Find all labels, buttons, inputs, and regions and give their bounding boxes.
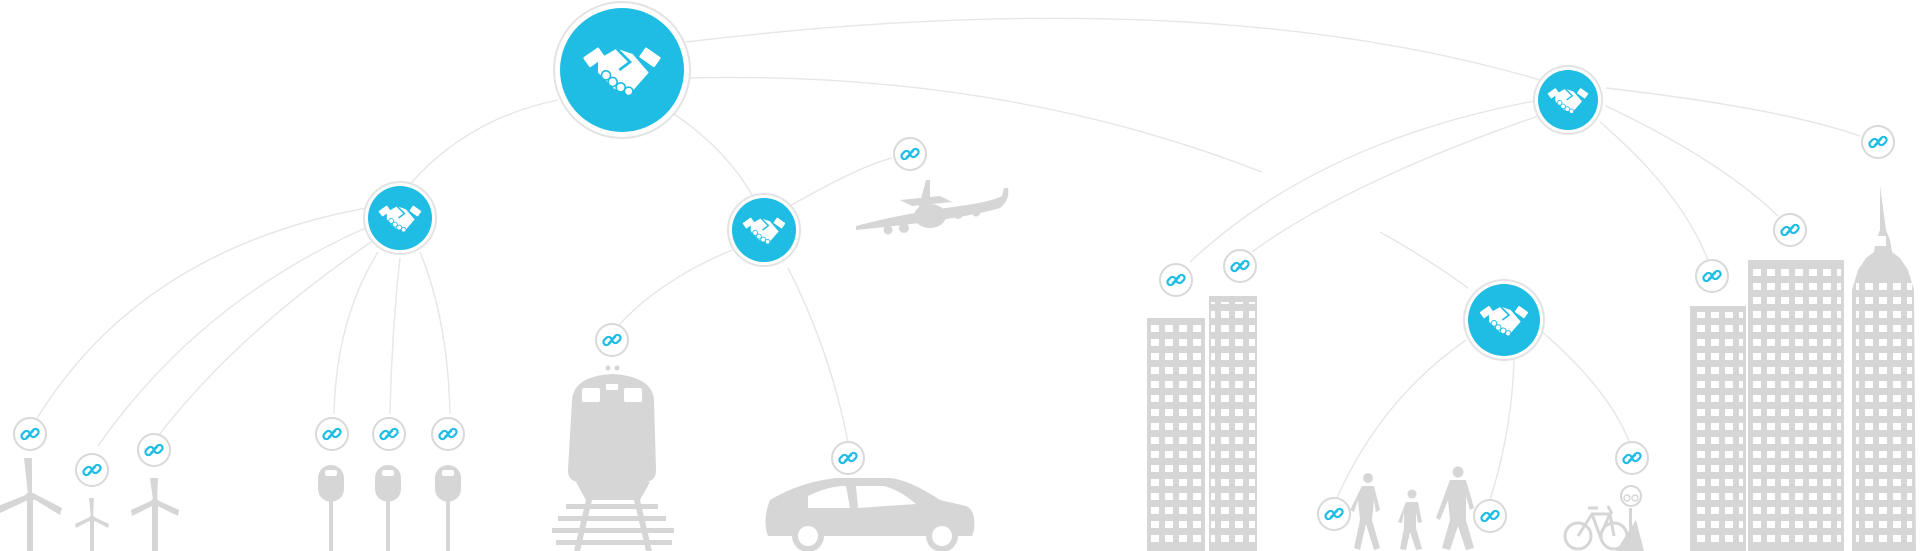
office-building [1690, 306, 1746, 551]
wind-turbine-link-3[interactable] [137, 433, 171, 467]
edge-energy-turbine-2 [97, 225, 371, 447]
office-building [1147, 318, 1205, 551]
edge-ped-hub-in [1379, 231, 1469, 289]
wind-turbine-large [0, 458, 62, 551]
train [552, 365, 674, 551]
wind-turbine-medium [131, 478, 179, 551]
edge-energy-turbine-3 [157, 235, 381, 437]
airplane [856, 180, 1009, 235]
edge-city-building-1 [1189, 99, 1541, 263]
tower-link-2[interactable] [1773, 213, 1807, 247]
edge-ped-link-1 [1335, 339, 1467, 501]
pedestrian-link-2[interactable] [1473, 499, 1507, 533]
edge-ped-link-2 [1489, 359, 1515, 501]
connectors [35, 17, 1861, 501]
edge-energy-meter-2 [389, 257, 401, 415]
building-link-1[interactable] [1159, 263, 1193, 297]
bicycle-link[interactable] [1615, 441, 1649, 475]
car [765, 478, 975, 551]
energy-hub[interactable] [363, 181, 437, 255]
edge-energy-meter-1 [333, 251, 379, 415]
parking-meter-link-1[interactable] [315, 417, 349, 451]
edge-root-energy [399, 99, 559, 197]
edge-transport-car [787, 267, 849, 443]
building-link-2[interactable] [1223, 249, 1257, 283]
parking-meter [435, 465, 461, 551]
parking-meter [375, 465, 401, 551]
pedestrian [1350, 473, 1380, 550]
silhouettes [0, 180, 1916, 551]
edge-energy-turbine-1 [35, 207, 367, 421]
wind-turbine-small [75, 498, 109, 551]
tower-link-1[interactable] [1695, 259, 1729, 293]
edge-transport-train [617, 249, 733, 327]
pedestrian-hub[interactable] [1463, 279, 1545, 361]
edge-ped-bicycle [1539, 329, 1631, 445]
pedestrian-link-1[interactable] [1317, 497, 1351, 531]
pedestrian [1398, 489, 1422, 550]
tower-link-3[interactable] [1861, 125, 1895, 159]
wind-turbine-link-2[interactable] [75, 453, 109, 487]
parking-meter [318, 465, 344, 551]
parking-meter-link-2[interactable] [372, 417, 406, 451]
car-link[interactable] [831, 441, 865, 475]
edge-transport-airplane [789, 157, 893, 207]
edge-city-tower-1 [1599, 121, 1709, 261]
hub-nodes [363, 1, 1603, 361]
train-link[interactable] [595, 323, 629, 357]
skyscraper [1852, 186, 1916, 551]
edge-city-tower-2 [1605, 105, 1779, 217]
pedestrian [1436, 466, 1474, 550]
edge-root-arc [685, 76, 1263, 173]
edge-energy-meter-3 [419, 251, 451, 415]
edge-root-city [685, 17, 1541, 81]
wind-turbine-link-1[interactable] [13, 417, 47, 451]
transport-hub[interactable] [727, 193, 801, 267]
office-building [1748, 260, 1844, 551]
parking-meter-link-3[interactable] [431, 417, 465, 451]
edge-city-tower-3 [1605, 87, 1861, 137]
link-nodes [13, 125, 1895, 533]
airplane-link[interactable] [893, 137, 927, 171]
city-hub[interactable] [1533, 65, 1603, 135]
edge-city-building-2 [1251, 111, 1551, 253]
bicycle [1563, 485, 1644, 551]
root-hub[interactable] [553, 1, 691, 139]
office-building [1209, 296, 1257, 551]
edge-root-transport [667, 109, 759, 207]
